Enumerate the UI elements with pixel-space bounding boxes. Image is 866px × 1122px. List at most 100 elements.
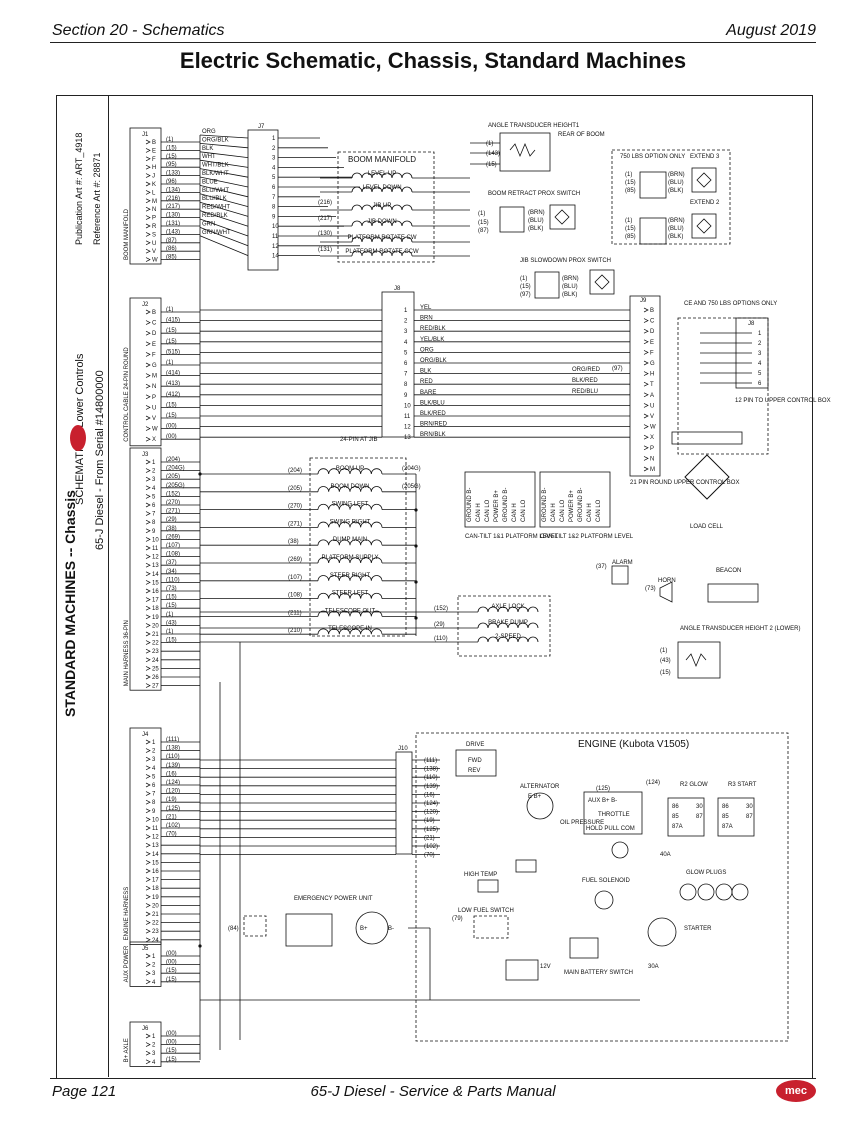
pin-arrow [145,215,151,220]
wire-number: (130) [166,213,180,219]
wire-color: (BLU) [562,284,578,290]
j10-label: J10 [398,746,408,752]
pin-label: S [152,232,156,238]
wire-number: (19) [166,797,177,803]
pin-label: V [152,416,156,422]
wire-number: (134) [166,187,180,193]
glow-plug-icon [715,883,733,901]
valve-label: BOOM UP [336,466,364,472]
pin-label: A [650,393,654,399]
wire-number: (125) [166,806,180,812]
glow-plug-icon [731,883,749,901]
fuse-40-label: 40A [660,852,671,858]
alternator-icon [526,792,554,820]
glow-plug-icon [697,883,715,901]
pin-number: 10 [404,403,411,409]
wire-number: (73) [645,586,656,592]
wire-number: (102) [424,844,438,850]
wire-number: (15) [486,162,497,168]
wire-color: (BLK) [668,234,683,240]
pin-label: 23 [152,649,159,655]
wire-color: RED/BLK [202,213,228,219]
connector-j9 [629,295,661,477]
wire-number: (15) [625,226,636,232]
pin-label: 19 [152,615,159,621]
pin-label: 20 [152,623,159,629]
pin-label: 2 [152,963,156,969]
pin-label: 14 [152,572,159,578]
alternator-pins: E B+ [528,794,542,800]
pin-arrow [145,352,151,357]
wire-color: RED [420,379,433,385]
wire-number: (130) [318,231,332,237]
angle-transducer-2-label: ANGLE TRANSDUCER HEIGHT 2 (LOWER) [680,626,800,632]
pin-label: 12 [152,555,159,561]
pin-label: 21 [152,912,159,918]
pin-arrow [145,894,151,900]
wire-number: (1) [166,137,173,143]
pin-number: 5 [758,371,762,377]
wire-number: (152) [166,491,180,497]
pin-number: 7 [404,372,408,378]
can-pin-label: CAN H [512,503,518,522]
pin-label: D [152,331,157,337]
wire-number: (152) [434,606,448,612]
pin-arrow [643,350,649,355]
fuel-solenoid-label: FUEL SOLENOID [582,878,630,884]
wire-number: (102) [166,823,180,829]
pin-arrow [145,164,151,170]
pin-arrow [145,330,151,336]
pin-label: 10 [152,537,159,543]
beacon-icon [707,583,759,603]
emergency-motor-icon [355,911,389,945]
wire-number: (138) [166,746,180,752]
wire-number: (271) [166,509,180,515]
wire-number: (15) [166,1057,177,1063]
junction-dot [414,616,418,620]
connector-j2 [129,297,162,447]
pin-label: 5 [152,494,156,500]
pin-arrow [145,257,151,262]
wire-number: (34) [166,569,177,575]
j7-label: J7 [258,124,265,130]
pin-arrow [145,476,151,482]
pin-arrow [145,502,151,508]
can-pin-label: CAN H [476,503,482,522]
pin-arrow [145,920,151,925]
valve-coil [317,557,383,564]
jib-slowdown-prox-switch [534,271,560,299]
valve-label: STEER LEFT [332,591,369,597]
wire-number: (87) [166,238,177,244]
pin-arrow [145,683,151,688]
pin-arrow [145,962,151,967]
wire [199,227,249,247]
relay-r2 [667,797,705,837]
wire-color: BLK [420,369,431,375]
valve-coil [351,220,413,227]
low-fuel-label: LOW FUEL SWITCH [458,908,514,914]
valve-label: JIB DOWN [367,219,396,225]
pin-arrow [145,631,151,637]
pin-number: 5 [272,175,276,181]
valve-coil [351,172,413,179]
wire-number: (269) [288,557,302,563]
pin-arrow [145,362,151,368]
angle-transducer-1-label: ANGLE TRANSDUCER HEIGHT1 [488,123,580,129]
connector-j10 [395,751,413,855]
pin-label: 9 [152,529,156,535]
connector-j4-label: J4 [142,732,149,738]
wire-number: (205G) [166,483,185,489]
pin-label: P [152,216,156,222]
wire-number: (120) [424,810,438,816]
j24pin-label: 24-PIN AT JIB [340,437,377,443]
wire-number: (19) [424,818,435,824]
pin-number: 7 [272,195,276,201]
r2-label: R2 GLOW [680,782,708,788]
relay-pin: 30 [746,804,753,810]
wire [199,185,249,198]
option-750-label: 750 LBS OPTION ONLY [620,154,685,160]
pin-arrow [145,181,151,187]
wire-color: YEL [420,305,432,311]
connector-j6-harness: B+ AXLE [124,1038,130,1062]
